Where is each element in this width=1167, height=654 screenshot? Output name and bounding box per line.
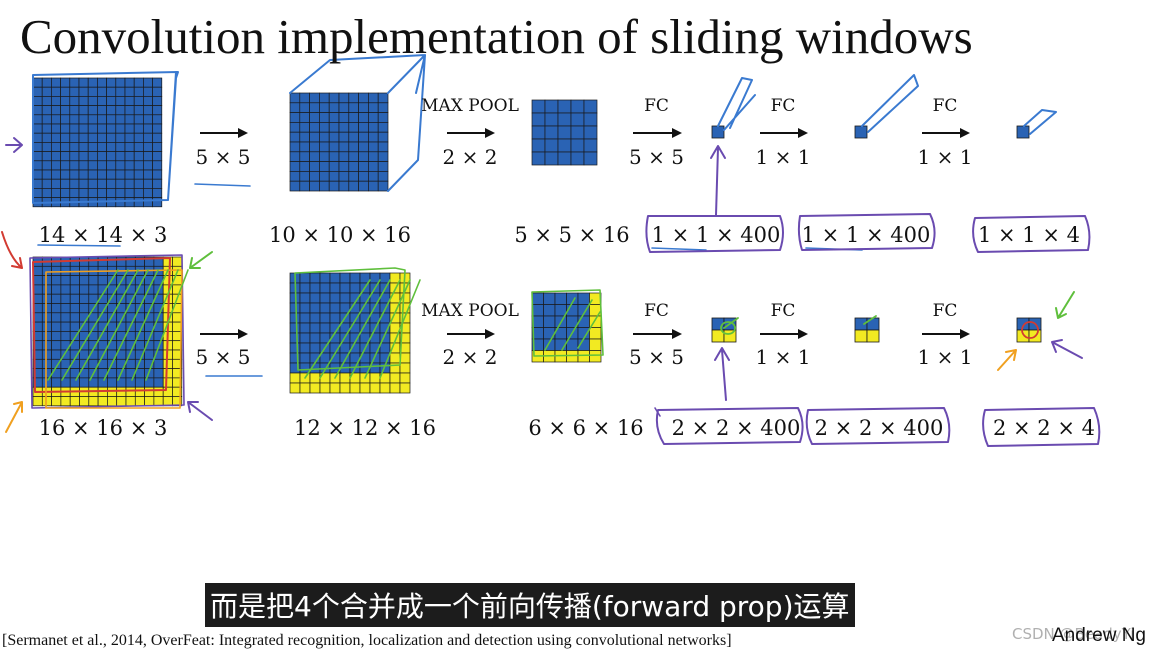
conv-grid-12x12 [289,272,411,394]
ink-underline-5x5 [194,183,251,187]
ink-green-mark-fc1 [720,317,739,335]
row2-op-size: 5 × 5 [629,345,684,369]
row1-op-size: 1 × 1 [918,145,973,169]
row2-shape-label: 6 × 6 × 16 [528,416,643,440]
pool-grid-5x5 [531,99,598,166]
row2-shape-label: 2 × 2 × 400 [815,416,944,440]
ink-red-box [32,257,171,393]
row2-op-name: MAX POOL [421,301,519,321]
row2-shape-label: 12 × 12 × 16 [294,416,436,440]
row1-op-name: FC [644,96,669,116]
row1-op-name: MAX POOL [421,96,519,116]
ink-arrow-out-r2 [1051,339,1083,359]
row2-op-size: 1 × 1 [756,345,811,369]
ink-green-hatch-input [47,269,189,381]
fc2-unit [854,125,868,139]
row1-shape-label: 14 × 14 × 3 [39,223,168,247]
ink-red-circle [1021,321,1039,339]
ink-box-r1-b [797,213,936,251]
row1-op-name: FC [933,96,958,116]
ink-line-r2-a [654,407,661,417]
row1-op-size: 5 × 5 [629,145,684,169]
row2-shape-label: 16 × 16 × 3 [39,416,168,440]
row1-shape-label: 1 × 1 × 400 [802,223,931,247]
row1-shape-label: 5 × 5 × 16 [514,223,629,247]
ink-box-r2-a [655,407,804,445]
row2-shape-label: 2 × 2 × 400 [672,416,801,440]
ink-green-box-pool [531,289,604,357]
ink-box-r1-a [645,215,784,253]
ink-green-box-conv [294,267,406,371]
ink-fc1-depth [717,77,756,131]
ink-box-r2-b [805,407,951,445]
ink-arrow-up-r1 [710,145,726,216]
row1-op-name: FC [771,96,796,116]
ink-input-box [32,71,179,204]
ink-orange-arrow-out [997,349,1017,371]
ink-green-hatch-pool [544,297,601,351]
ink-box-r2-c [982,407,1101,447]
ink-green-arrow-r2 [189,251,213,269]
row2-op-name: FC [771,301,796,321]
ink-underline-400 [651,247,707,251]
ink-fc3-depth [1023,109,1057,135]
ink-orange-arrow [5,401,23,433]
conv-grid-10x10 [289,92,389,192]
ink-box-r1-c [972,215,1091,253]
ink-box-r2-input-purple [29,254,185,409]
input-grid-16x16 [32,256,183,407]
fc1-unit [711,125,725,139]
row1-shape-label: 10 × 10 × 16 [269,223,411,247]
ink-underline-14 [37,244,121,247]
page-title: Convolution implementation of sliding wi… [20,9,973,64]
ink-arrow-up-r2 [714,347,730,401]
fc2-output-2x2 [854,317,880,343]
ink-arrow-br-r2 [187,401,213,421]
row1-op-size: 5 × 5 [196,145,251,169]
row2-op-name: FC [644,301,669,321]
ink-orange-box [45,269,183,409]
pool-grid-6x6 [531,292,602,363]
subtitle-caption: 而是把4个合并成一个前向传播(forward prop)运算 [205,583,855,627]
ink-green-mark-fc2 [863,315,877,325]
row2-op-size: 1 × 1 [918,345,973,369]
row1-shape-label: 1 × 1 × 400 [652,223,781,247]
ink-green-arrow-out [1055,291,1075,319]
row1-op-size: 1 × 1 [756,145,811,169]
row2-op-name: FC [933,301,958,321]
row2-shape-label: 2 × 2 × 4 [993,416,1095,440]
row1-shape-label: 1 × 1 × 4 [978,223,1080,247]
author: Andrew Ng [1052,625,1146,646]
ink-green-hatch-conv [304,279,421,379]
ink-fc2-depth [861,74,919,133]
ink-conv-depth [289,54,426,192]
input-grid-14x14 [32,77,163,208]
watermark: CSDN @BeadyYi [1012,625,1135,643]
ink-red-arrow [1,231,23,269]
row2-op-size: 2 × 2 [443,345,498,369]
citation: [Sermanet et al., 2014, OverFeat: Integr… [2,632,732,649]
fc3-unit [1016,125,1030,139]
row2-op-size: 5 × 5 [196,345,251,369]
ink-arrow-left-1 [5,137,23,153]
row1-op-size: 2 × 2 [443,145,498,169]
